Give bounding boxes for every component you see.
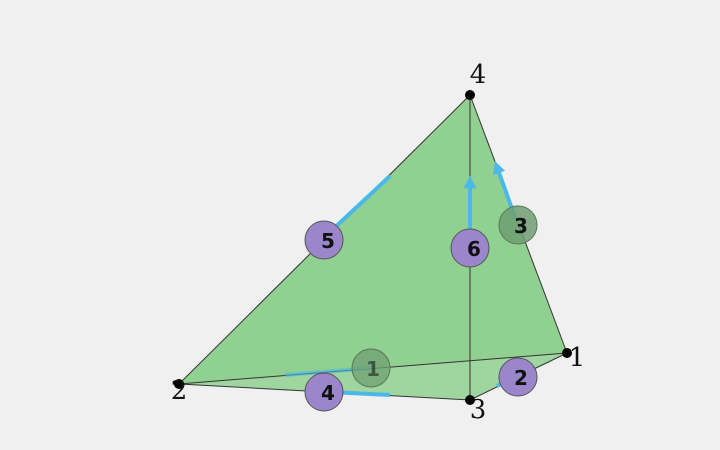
vertex-dot-2 bbox=[174, 379, 184, 389]
edge-marker-4: 4 bbox=[304, 372, 344, 412]
edge-label-3: 3 bbox=[514, 214, 528, 238]
edge-marker-5: 5 bbox=[304, 220, 344, 260]
vertex-dot-1 bbox=[562, 348, 572, 358]
edge-label-1: 1 bbox=[366, 357, 380, 381]
vertex-dot-3 bbox=[465, 395, 475, 405]
edge-marker-6: 6 bbox=[450, 228, 490, 268]
edge-label-4: 4 bbox=[321, 381, 335, 405]
edge-marker-3: 3 bbox=[498, 205, 538, 245]
vertex-label-4: 4 bbox=[470, 60, 487, 90]
vertex-dot-4 bbox=[465, 90, 475, 100]
vertex-label-3: 3 bbox=[470, 395, 487, 425]
vertex-label-2: 2 bbox=[171, 376, 188, 406]
edge-label-2: 2 bbox=[514, 366, 528, 390]
vertex-label-1: 1 bbox=[569, 343, 586, 373]
edge-label-5: 5 bbox=[321, 229, 335, 253]
edge-arrow-5 bbox=[328, 174, 392, 234]
edge-marker-2: 2 bbox=[498, 357, 538, 397]
edge-label-6: 6 bbox=[467, 237, 481, 261]
edge-marker-1: 1 bbox=[351, 348, 391, 388]
